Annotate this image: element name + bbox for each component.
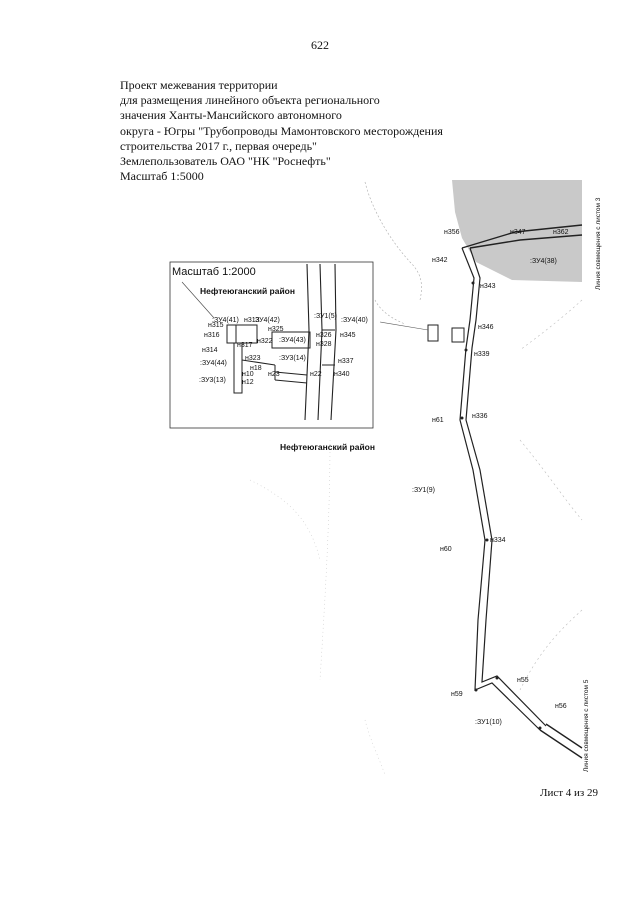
point-label: н343: [480, 283, 496, 290]
point-label: н328: [316, 341, 332, 348]
sheet-number: Лист 4 из 29: [540, 787, 599, 799]
inset-parcel: [271, 331, 311, 349]
parcel-label: :ЗУ4(43): [279, 337, 306, 344]
point-label: н323: [245, 355, 261, 362]
point-label: н316: [204, 332, 220, 339]
match-line-label-top: Линия совмещения с листом 3: [595, 197, 602, 290]
title-block: Проект межевания территории для размещен…: [120, 78, 443, 184]
point-label: н313: [244, 317, 260, 324]
title-line-2: для размещения линейного объекта региона…: [120, 93, 380, 108]
point-label: н334: [490, 537, 506, 544]
title-line-3: значения Ханты-Мансийского автономного: [120, 108, 342, 123]
parcel-label: :ЗУ4(38): [530, 258, 557, 265]
main-district-label: Нефтеюганский район: [280, 442, 375, 452]
point-label: н342: [432, 257, 448, 264]
corridor-line-left: [459, 247, 541, 731]
point-label: н314: [202, 347, 218, 354]
point-label: н22: [310, 371, 322, 378]
point-label: н356: [444, 229, 460, 236]
point-label: н326: [316, 332, 332, 339]
parcel-label: :ЗУ1(5): [314, 313, 337, 320]
point-label: н317: [237, 342, 253, 349]
point-label: н315: [208, 322, 224, 329]
scale-line: Масштаб 1:5000: [120, 169, 204, 184]
inset-parcel: [241, 359, 276, 366]
dotted-boundary: [519, 439, 583, 521]
point-label: н340: [334, 371, 350, 378]
dotted-boundary: [364, 719, 386, 776]
land-user-line: Землепользователь ОАО "НК "Роснефть": [120, 154, 331, 169]
vertex-marker: [464, 348, 468, 352]
inset-parcel: [274, 371, 308, 376]
parcel-label: :ЗУ4(42): [253, 317, 280, 324]
inset-leader: [181, 281, 215, 319]
corridor-line-right: [465, 247, 547, 727]
point-label: н56: [555, 703, 567, 710]
point-label: н10: [242, 371, 254, 378]
pad-structure: [427, 324, 439, 342]
dotted-boundary: [364, 181, 422, 301]
corridor-bottom-road: [545, 723, 583, 749]
parcel-label: :ЗУ1(10): [475, 719, 502, 726]
point-label: н12: [242, 379, 254, 386]
leader-line: [379, 321, 429, 331]
corridor-top-wedge: [469, 234, 583, 249]
point-label: н347: [510, 229, 526, 236]
title-line-5: строительства 2017 г., первая очередь": [120, 138, 317, 153]
dotted-boundary: [249, 479, 321, 561]
point-label: н325: [268, 326, 284, 333]
vertex-marker: [460, 416, 464, 420]
point-label: н345: [340, 332, 356, 339]
vertex-marker: [485, 538, 489, 542]
point-label: н61: [432, 417, 444, 424]
shaded-area: [452, 180, 582, 282]
dotted-boundary: [374, 299, 406, 325]
page-number: 622: [311, 38, 329, 52]
point-label: н346: [478, 324, 494, 331]
point-label: н322: [257, 338, 273, 345]
inset-corridor: [304, 263, 310, 421]
point-label: н362: [553, 229, 569, 236]
vertex-marker: [495, 676, 499, 680]
parcel-label: :ЗУ1(9): [412, 487, 435, 494]
point-label: н337: [338, 358, 354, 365]
dotted-boundary: [319, 439, 331, 681]
title-line-4: округа - Югры "Трубопроводы Мамонтовског…: [120, 123, 443, 138]
point-label: н60: [440, 546, 452, 553]
point-label: н336: [472, 413, 488, 420]
corridor-top-wedge: [461, 224, 583, 249]
inset-corridor: [330, 263, 337, 421]
inset-parcel: [274, 379, 308, 384]
parcel-label: :ЗУ3(14): [279, 355, 306, 362]
vertex-marker: [471, 281, 475, 285]
corridor-bottom-road: [539, 729, 583, 759]
inset-parcel: [233, 342, 243, 394]
point-label: н18: [250, 365, 262, 372]
title-line-1: Проект межевания территории: [120, 78, 278, 92]
inset-district-label: Нефтеюганский район: [200, 286, 295, 296]
match-line-label-bottom: Линия совмещения с листом 5: [583, 679, 590, 772]
parcel-label: :ЗУ4(44): [200, 360, 227, 367]
dotted-boundary: [519, 609, 583, 691]
point-label: н59: [451, 691, 463, 698]
parcel-label: :ЗУ4(40): [341, 317, 368, 324]
point-label: н55: [517, 677, 529, 684]
point-label: н23: [268, 371, 280, 378]
inset-scale-label: Масштаб 1:2000: [172, 266, 256, 278]
vertex-marker: [474, 688, 478, 692]
vertex-marker: [538, 726, 542, 730]
point-label: н339: [474, 351, 490, 358]
parcel-label: :ЗУ4(41): [212, 317, 239, 324]
dotted-boundary: [519, 299, 583, 351]
pad-structure: [451, 327, 465, 343]
parcel-label: :ЗУ3(13): [199, 377, 226, 384]
